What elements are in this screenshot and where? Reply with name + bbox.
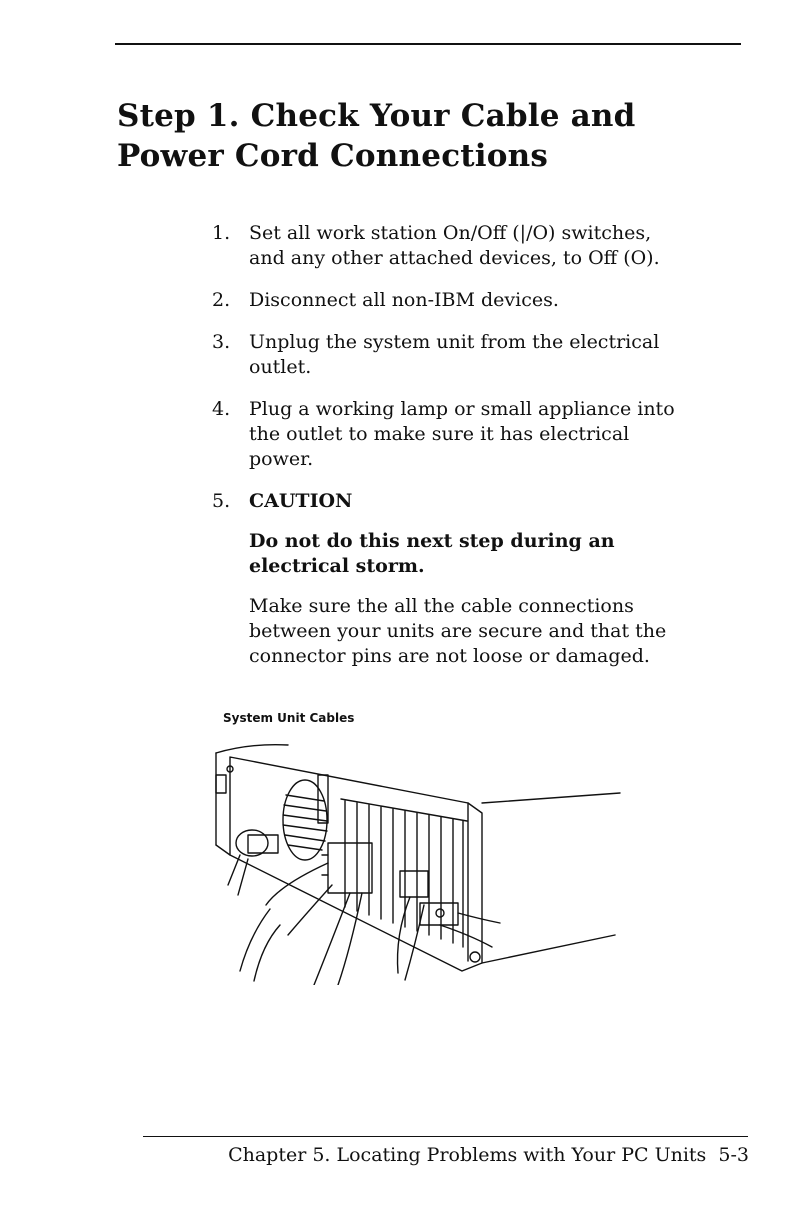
figure-caption: System Unit Cables xyxy=(223,711,355,725)
system-unit-cables-illustration xyxy=(215,744,621,985)
top-rule xyxy=(115,43,741,45)
page-title: Step 1. Check Your Cable and Power Cord … xyxy=(117,96,636,176)
step-number: 4. xyxy=(212,398,231,420)
step-number: 2. xyxy=(212,289,231,311)
step-text: Unplug the system unit from the electric… xyxy=(249,331,660,353)
step-text: power. xyxy=(249,448,314,470)
page-footer: Chapter 5. Locating Problems with Your P… xyxy=(228,1143,749,1168)
step-text: Plug a working lamp or small appliance i… xyxy=(249,398,675,420)
step-paragraph: Make sure the all the cable connections … xyxy=(249,595,667,667)
step-text: Set all work station On/Off (|/O) switch… xyxy=(249,222,652,244)
caution-warning: Do not do this next step during an elect… xyxy=(249,530,615,577)
steps-list: 1. Set all work station On/Off (|/O) swi… xyxy=(212,221,732,686)
caution-title: CAUTION xyxy=(249,490,353,512)
step-text: the outlet to make sure it has electrica… xyxy=(249,423,630,445)
step-2: 2. Disconnect all non-IBM devices. xyxy=(212,288,732,313)
step-1: 1. Set all work station On/Off (|/O) swi… xyxy=(212,221,732,271)
step-number: 5. xyxy=(212,490,231,512)
step-text: Disconnect all non-IBM devices. xyxy=(249,289,559,311)
step-4: 4. Plug a working lamp or small applianc… xyxy=(212,397,732,472)
title-line-1: Step 1. Check Your Cable and xyxy=(117,98,636,134)
step-number: 1. xyxy=(212,222,231,244)
step-text: outlet. xyxy=(249,356,312,378)
step-3: 3. Unplug the system unit from the elect… xyxy=(212,330,732,380)
bottom-rule xyxy=(143,1136,748,1137)
step-5: 5. CAUTION Do not do this next step duri… xyxy=(212,489,732,669)
page-number: 5-3 xyxy=(718,1144,749,1166)
step-number: 3. xyxy=(212,331,231,353)
title-line-2: Power Cord Connections xyxy=(117,138,549,174)
step-text: and any other attached devices, to Off (… xyxy=(249,247,660,269)
footer-chapter: Chapter 5. Locating Problems with Your P… xyxy=(228,1144,707,1166)
